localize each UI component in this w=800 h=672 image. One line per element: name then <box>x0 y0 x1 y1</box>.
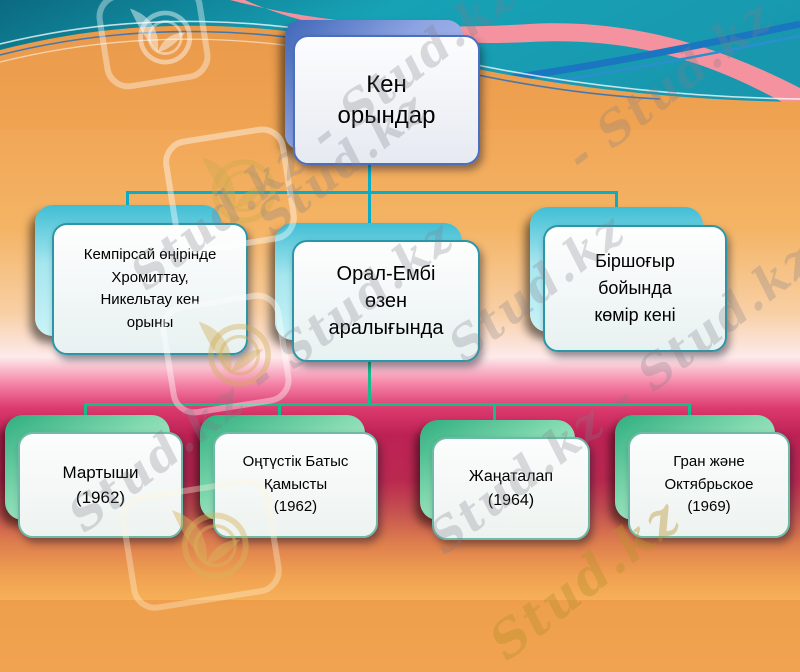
node-oral-embi-label: Орал-Ембі өзен аралығында <box>328 262 444 339</box>
connector-drop-kempirsay <box>126 191 129 208</box>
connector-drop-oral-embi <box>368 191 371 243</box>
connector-drop-zhanatalap <box>493 403 496 423</box>
node-root-box: Кен орындар <box>293 35 480 165</box>
node-gran-oktyabrskoe-box: Гран және Октябрьское (1969) <box>628 432 790 538</box>
node-kempirsay-label: Кемпірсай өңірінде Хромиттау, Никельтау … <box>83 246 217 331</box>
connector-root-stem <box>368 165 371 194</box>
node-zhanatalap-label: Жаңаталап (1964) <box>468 467 554 509</box>
node-martyshi-label: Мартыши (1962) <box>62 462 139 508</box>
connector-drop-birshogyr <box>615 191 618 210</box>
node-zhanatalap-box: Жаңаталап (1964) <box>432 437 590 540</box>
node-root-label: Кен орындар <box>337 70 436 129</box>
connector-drop-ontustik <box>278 403 281 418</box>
node-oral-embi-box: Орал-Ембі өзен аралығында <box>292 240 480 362</box>
connector-drop-gran <box>688 403 691 418</box>
connector-drop-martyshi <box>84 403 87 418</box>
node-martyshi-box: Мартыши (1962) <box>18 432 183 538</box>
node-kempirsay-box: Кемпірсай өңірінде Хромиттау, Никельтау … <box>52 223 248 355</box>
connector-level2-rail <box>126 191 618 194</box>
node-birshogyr-label: Біршоғыр бойында көмір кені <box>594 251 676 325</box>
connector-oral-embi-stem <box>368 362 371 406</box>
connector-level3-rail <box>84 403 691 406</box>
node-ontustik-batys-label: Оңтүстік Батыс Қамысты (1962) <box>242 453 349 516</box>
node-gran-oktyabrskoe-label: Гран және Октябрьское (1969) <box>664 453 754 516</box>
node-ontustik-batys-box: Оңтүстік Батыс Қамысты (1962) <box>213 432 378 538</box>
node-root-ken-oryndar: Кен орындар <box>285 20 485 170</box>
node-birshogyr-box: Біршоғыр бойында көмір кені <box>543 225 727 352</box>
